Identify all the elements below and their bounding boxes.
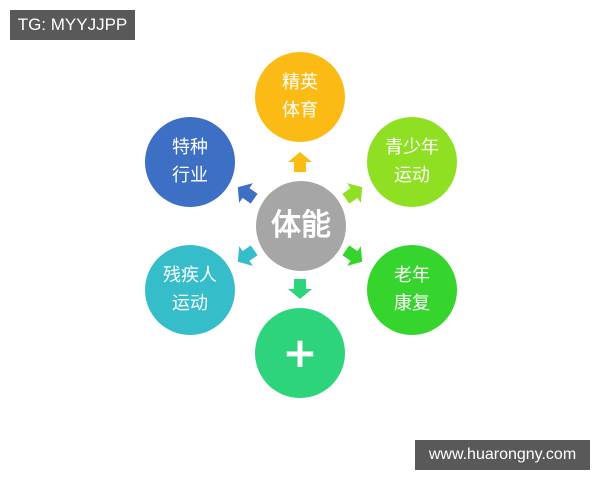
node-elderly-rehab: 老年 康复 <box>367 245 457 335</box>
node-youth-sports: 青少年 运动 <box>367 117 457 207</box>
center-label: 体能 <box>271 208 331 243</box>
arrow-up-icon <box>288 152 312 172</box>
arrow-down-left-icon <box>231 240 261 271</box>
node-disabled-sports: 残疾人 运动 <box>145 245 235 335</box>
node-special-industry: 特种 行业 <box>145 117 235 207</box>
node-label-line-1: 老年 <box>394 265 430 286</box>
node-label-line-2: 行业 <box>172 165 208 186</box>
arrow-down-icon <box>288 279 312 299</box>
node-label-line-1: 青少年 <box>385 137 439 158</box>
node-label-line-1: 残疾人 <box>163 265 217 286</box>
watermark-top-left: TG: MYYJJPP <box>10 10 135 40</box>
plus-icon: + <box>282 328 318 377</box>
node-label-line-2: 运动 <box>394 165 430 186</box>
node-center-fitness: 体能 <box>256 181 346 271</box>
arrow-up-left-icon <box>231 177 261 208</box>
node-label-line-2: 运动 <box>172 293 208 314</box>
node-add: + <box>255 308 345 398</box>
node-label-line-2: 体育 <box>282 100 318 121</box>
node-label-line-1: 精英 <box>282 72 318 93</box>
node-elite-sports: 精英 体育 <box>255 52 345 142</box>
arrow-down-right-icon <box>339 240 369 271</box>
node-label-line-2: 康复 <box>394 293 430 314</box>
watermark-bottom-right: www.huarongny.com <box>415 440 590 470</box>
node-label-line-1: 特种 <box>172 137 208 158</box>
arrow-up-right-icon <box>339 177 369 208</box>
